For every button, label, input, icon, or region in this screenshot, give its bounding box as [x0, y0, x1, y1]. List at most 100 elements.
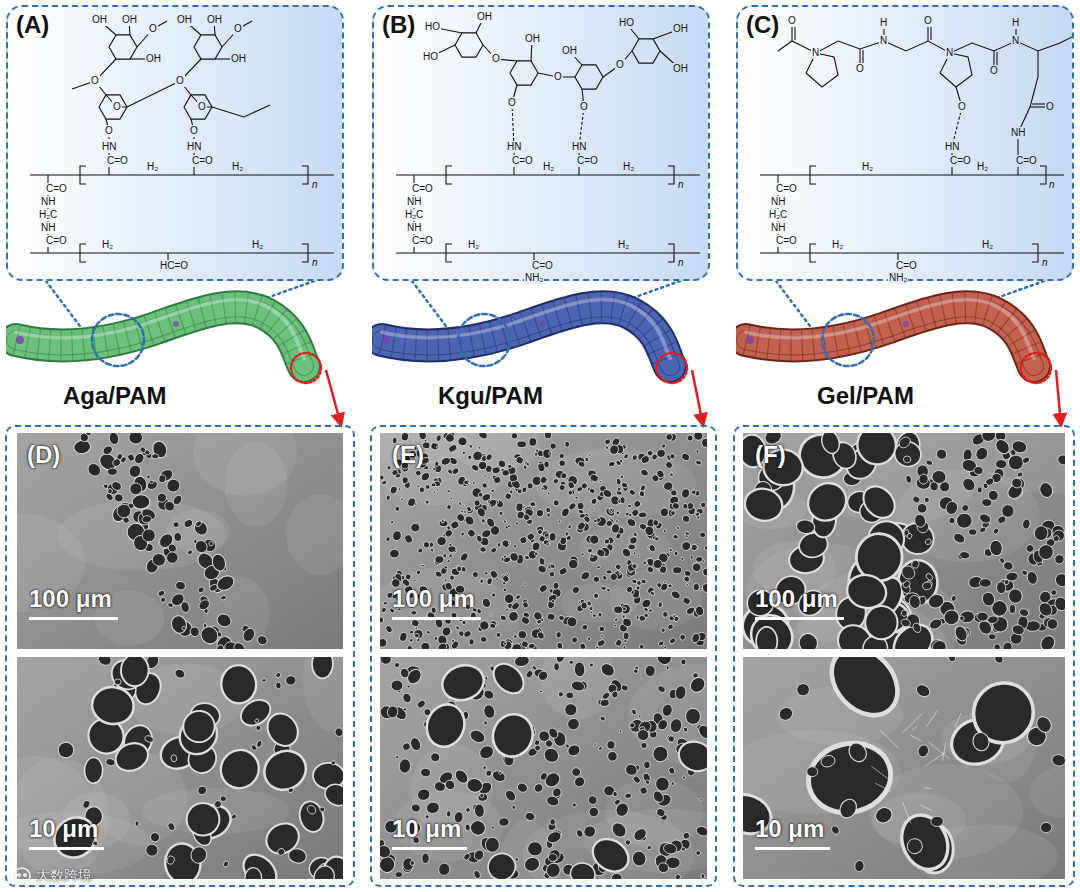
sem-pore	[167, 552, 178, 563]
sem-pore	[386, 495, 391, 501]
sem-pore	[674, 873, 681, 879]
sem-pore	[435, 556, 444, 564]
sem-pore	[994, 644, 1001, 649]
sem-pore	[657, 685, 667, 694]
sem-pore	[447, 443, 458, 454]
sem-pore	[982, 482, 989, 489]
sem-fibre	[920, 805, 932, 811]
sem-pore	[533, 782, 545, 794]
sem-pore	[166, 855, 175, 865]
sem-pore	[412, 446, 417, 451]
sem-pore	[525, 669, 535, 679]
sem-pore	[516, 781, 529, 794]
sample-arrow	[326, 370, 341, 425]
sem-pore	[402, 857, 414, 871]
watermark-dot	[17, 873, 21, 877]
sem-pore	[929, 638, 949, 649]
sem-pore	[604, 507, 616, 518]
sem-pore	[320, 807, 325, 812]
sem-pore	[600, 634, 604, 638]
atom-label: O	[189, 125, 199, 137]
sem-pore	[535, 449, 539, 453]
atom-label: N	[811, 47, 820, 59]
sem-pore	[651, 473, 661, 483]
sem-pore	[575, 496, 579, 499]
atom-label: H₂C	[404, 209, 424, 221]
sem-pore	[1038, 633, 1057, 649]
sem-pore	[487, 708, 539, 762]
sem-pore	[568, 559, 579, 570]
scale-bar	[392, 617, 481, 620]
sem-pore	[643, 525, 655, 538]
sem-pore	[558, 566, 569, 576]
sem-pore	[175, 580, 187, 591]
bond-line	[1017, 133, 1018, 175]
sem-pore	[576, 520, 587, 531]
sem-pore	[215, 612, 233, 629]
repeat-bracket	[302, 166, 308, 184]
sem-pore	[900, 609, 908, 617]
sem-pore	[598, 626, 605, 633]
sem-pore	[142, 529, 155, 542]
sem-pore	[619, 729, 623, 733]
sem-pore	[672, 471, 675, 474]
sem-pore	[617, 487, 622, 492]
sem-pore	[693, 583, 699, 591]
sem-pore	[638, 511, 647, 518]
sem-pore	[593, 519, 597, 524]
sem-pore	[691, 632, 702, 644]
sample-arrow	[692, 370, 703, 425]
sem-pore	[387, 465, 392, 470]
sem-pore	[172, 494, 184, 507]
sem-pore	[687, 675, 707, 696]
sem-pore	[567, 501, 577, 511]
sem-pore	[573, 775, 587, 789]
sem-pore	[993, 657, 1005, 665]
atom-label: O	[507, 97, 517, 109]
sem-pore	[599, 661, 617, 679]
sem-pore	[606, 750, 618, 762]
sem-pore	[547, 593, 558, 602]
atom-label: NH₂	[524, 272, 544, 284]
sem-fibre	[902, 802, 911, 824]
sem-pore	[380, 843, 393, 860]
bond-line	[127, 81, 180, 107]
sem-pore	[600, 699, 610, 707]
sem-image: 100 μm	[380, 433, 707, 649]
sem-pore	[157, 467, 175, 484]
sem-pore	[667, 623, 675, 631]
sem-pore	[401, 692, 412, 704]
sem-fibre	[902, 713, 923, 733]
sem-pore	[640, 468, 650, 477]
sem-pore	[611, 691, 618, 699]
sem-pore	[538, 557, 546, 566]
sem-pore	[392, 437, 397, 444]
sem-pore	[430, 548, 435, 553]
sem-pore	[473, 848, 486, 861]
hydrogel-worm	[382, 299, 687, 383]
atom-label: O	[787, 15, 797, 27]
sem-pore	[466, 777, 484, 794]
sem-pore	[608, 507, 616, 515]
sem-pore	[948, 657, 957, 663]
sem-pore	[275, 682, 282, 690]
sem-pore	[577, 460, 586, 468]
sem-pore	[683, 727, 689, 733]
sem-pore	[696, 723, 707, 742]
sem-pore	[925, 572, 934, 581]
sem-pore	[587, 636, 592, 641]
atom-label: H₂C	[768, 209, 788, 221]
sem-pore	[261, 678, 266, 682]
sem-illustration	[17, 657, 343, 879]
watermark: 大数跨境	[36, 866, 92, 884]
sem-pore	[520, 615, 531, 626]
sem-pore	[513, 634, 518, 638]
sem-pore	[660, 627, 666, 633]
sem-pore	[667, 735, 676, 743]
sem-pore	[167, 602, 174, 608]
sem-pore	[417, 547, 423, 554]
sem-pore	[654, 775, 671, 793]
sem-pore	[544, 433, 552, 439]
sem-pores	[17, 657, 343, 879]
sem-pore	[517, 441, 526, 448]
